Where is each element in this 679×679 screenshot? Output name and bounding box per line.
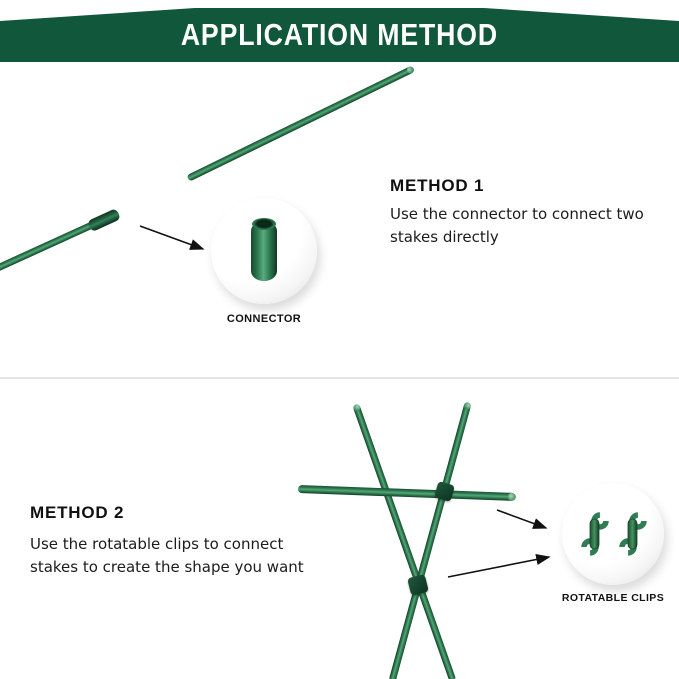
garden-stake-horizontal: [297, 485, 517, 501]
banner-title: APPLICATION METHOD: [180, 17, 499, 52]
method2-heading: METHOD 2: [30, 503, 125, 522]
connector-cylinder-icon: [251, 218, 277, 281]
method2-description: Use the rotatable clips to connect stake…: [30, 535, 304, 576]
connector-callout-circle: [211, 198, 317, 304]
arrow-icon: [447, 553, 551, 578]
stake-end-cap-icon: [507, 492, 517, 501]
stake-top-cap-icon: [352, 403, 362, 413]
method1-heading: METHOD 1: [390, 176, 485, 195]
arrow-icon: [496, 509, 548, 529]
stake-top-cap-icon: [463, 401, 472, 411]
clips-callout-circle: [562, 483, 664, 585]
connector-opening-icon: [252, 218, 276, 230]
banner-corner-cut-right: [484, 8, 679, 21]
banner-corner-cut-left: [0, 8, 195, 21]
rotatable-clip-icon: [584, 515, 606, 553]
rotatable-clips-icon: [576, 509, 650, 559]
garden-stake-upper: [186, 65, 416, 182]
rotatable-clip-icon: [622, 515, 644, 553]
garden-stake-lower: [0, 207, 121, 275]
section-divider: [0, 377, 679, 379]
connector-label: CONNECTOR: [226, 313, 302, 325]
rotatable-clips-label: ROTATABLE CLIPS: [561, 592, 665, 604]
method1-description: Use the connector to connect two stakes …: [390, 205, 644, 246]
arrow-icon: [139, 225, 205, 250]
stake-tip-icon: [405, 65, 416, 75]
connector-sleeve: [86, 207, 121, 232]
